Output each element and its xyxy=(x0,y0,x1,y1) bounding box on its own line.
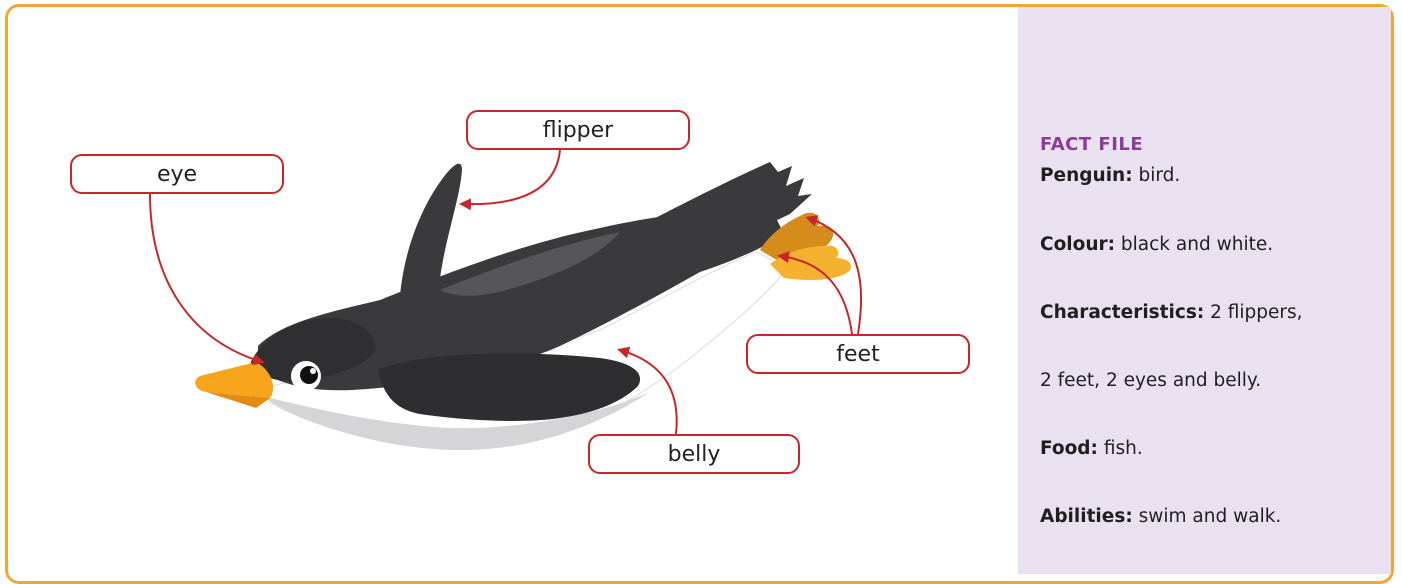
fact-value: swim and walk. xyxy=(1133,506,1282,527)
eye-pupil xyxy=(300,366,318,384)
flipper-label: flipper xyxy=(466,110,690,150)
fact-colour: Colour: black and white. xyxy=(1040,234,1273,255)
eye-callout-arrow xyxy=(150,194,262,362)
fact-key: Penguin: xyxy=(1040,165,1133,186)
eye-glint xyxy=(310,368,316,374)
fact-value: 2 flippers, xyxy=(1204,302,1302,323)
fact-value: bird. xyxy=(1133,165,1181,186)
fact-value: black and white. xyxy=(1115,234,1273,255)
penguin-illustration xyxy=(195,162,851,450)
fact-key: Characteristics: xyxy=(1040,302,1204,323)
fact-characteristics: Characteristics: 2 flippers, xyxy=(1040,302,1303,323)
fact-value: fish. xyxy=(1098,438,1143,459)
fact-abilities: Abilities: swim and walk. xyxy=(1040,506,1281,527)
fact-key: Colour: xyxy=(1040,234,1115,255)
fact-characteristics-cont: 2 feet, 2 eyes and belly. xyxy=(1040,370,1261,391)
eye-label: eye xyxy=(70,154,284,194)
fact-key: Abilities: xyxy=(1040,506,1133,527)
fact-penguin: Penguin: bird. xyxy=(1040,165,1180,186)
fact-key: Food: xyxy=(1040,438,1098,459)
fact-file-title: FACT FILE xyxy=(1040,134,1143,155)
belly-label: belly xyxy=(588,434,800,474)
flipper-callout-arrow xyxy=(462,150,560,204)
beak xyxy=(195,362,273,398)
feet-label: feet xyxy=(746,334,970,374)
fact-value: 2 feet, 2 eyes and belly. xyxy=(1040,370,1261,391)
fact-food: Food: fish. xyxy=(1040,438,1143,459)
